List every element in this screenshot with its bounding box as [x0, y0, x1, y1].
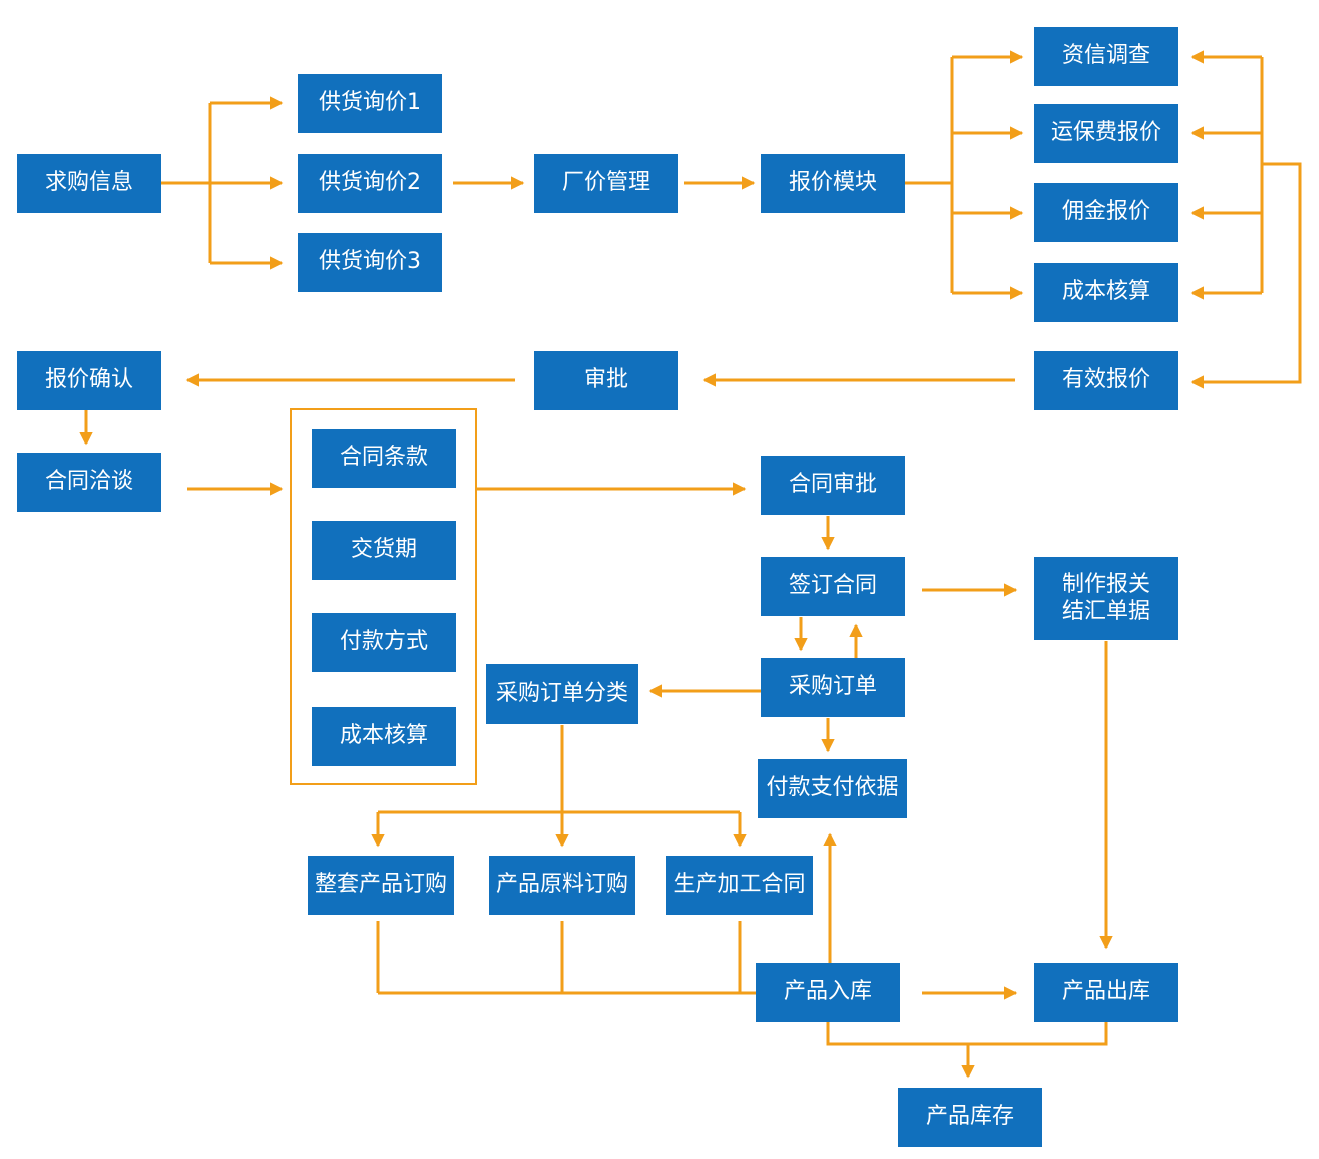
- node-gonghuo-xunjia-3[interactable]: 供货询价3: [298, 233, 442, 292]
- node-chengben-hesuan-group[interactable]: 成本核算: [312, 707, 456, 766]
- node-hetong-shenpi[interactable]: 合同审批: [761, 456, 905, 515]
- connector-arrow: [1190, 162, 1302, 389]
- node-hetong-tiaokuan[interactable]: 合同条款: [312, 429, 456, 488]
- contract-terms-group: [290, 408, 477, 785]
- node-youxiao-baojia[interactable]: 有效报价: [1034, 351, 1178, 410]
- node-qiugou-xinxi[interactable]: 求购信息: [17, 154, 161, 213]
- node-gonghuo-xunjia-1[interactable]: 供货询价1: [298, 74, 442, 133]
- node-chanpin-ruku[interactable]: 产品入库: [756, 963, 900, 1022]
- node-jiaohuoqi[interactable]: 交货期: [312, 521, 456, 580]
- node-qianding-hetong[interactable]: 签订合同: [761, 557, 905, 616]
- node-shengchan-jiagong-hetong[interactable]: 生产加工合同: [666, 856, 813, 915]
- node-shenpi[interactable]: 审批: [534, 351, 678, 410]
- node-chengben-hesuan-top[interactable]: 成本核算: [1034, 263, 1178, 322]
- node-caigou-dingdan-fenlei[interactable]: 采购订单分类: [486, 664, 638, 724]
- node-chanpin-kucun[interactable]: 产品库存: [898, 1088, 1042, 1147]
- node-baojia-queren[interactable]: 报价确认: [17, 351, 161, 410]
- node-chanpin-yuanliao-dinggou[interactable]: 产品原料订购: [489, 856, 635, 915]
- node-fukuan-fangshi[interactable]: 付款方式: [312, 613, 456, 672]
- node-baojia-mokuai[interactable]: 报价模块: [761, 154, 905, 213]
- node-yunbaofei-baojia[interactable]: 运保费报价: [1034, 104, 1178, 163]
- node-zhengtao-chanpin-dinggou[interactable]: 整套产品订购: [308, 856, 454, 915]
- node-gonghuo-xunjia-2[interactable]: 供货询价2: [298, 154, 442, 213]
- connector-line: [826, 1022, 1108, 1046]
- node-zhizuo-baoguan[interactable]: 制作报关 结汇单据: [1034, 557, 1178, 640]
- node-changjia-guanli[interactable]: 厂价管理: [534, 154, 678, 213]
- node-chanpin-chuku[interactable]: 产品出库: [1034, 963, 1178, 1022]
- node-caigou-dingdan[interactable]: 采购订单: [761, 658, 905, 717]
- node-hetong-qiatan[interactable]: 合同洽谈: [17, 453, 161, 512]
- node-zixin-diaocha[interactable]: 资信调查: [1034, 27, 1178, 86]
- node-fukuan-zhifu-yiju[interactable]: 付款支付依据: [758, 759, 907, 818]
- node-yongjin-baojia[interactable]: 佣金报价: [1034, 183, 1178, 242]
